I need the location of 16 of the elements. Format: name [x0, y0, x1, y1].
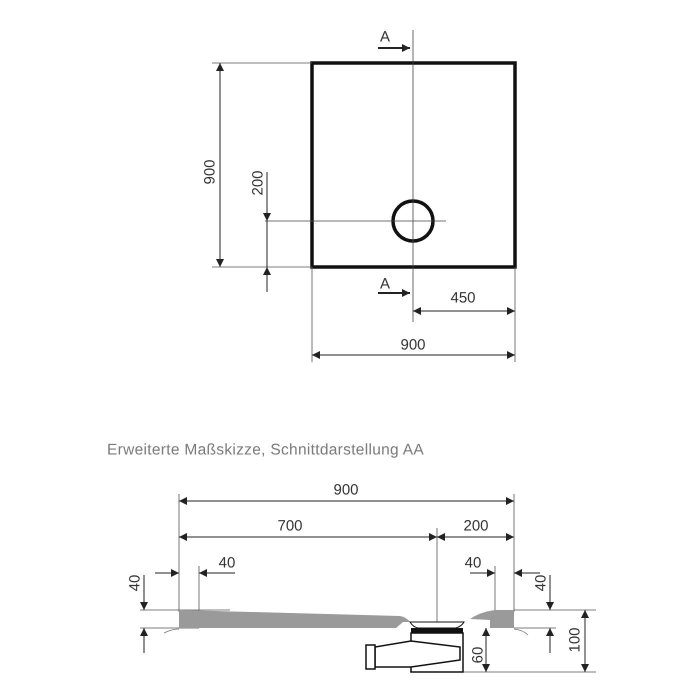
dimension-value: 40 [464, 556, 482, 570]
dimension-value: 700 [277, 518, 303, 534]
dimension-value: 40 [534, 574, 548, 592]
dimension-value: 900 [333, 482, 359, 498]
dimension-value: 40 [218, 556, 236, 570]
dimension-value: 200 [463, 518, 489, 534]
dimension-value: A [380, 276, 390, 292]
dimension-value: 900 [202, 159, 218, 185]
dimension-value: 40 [128, 574, 142, 592]
dimension-value: 900 [400, 338, 426, 352]
section-heading: Erweiterte Maßskizze, Schnittdarstellung AA [107, 442, 424, 458]
dimension-value: 60 [470, 646, 486, 664]
dimension-value: 200 [250, 170, 266, 196]
dimension-value: 100 [568, 627, 582, 653]
dimension-value: 450 [450, 290, 476, 306]
dimension-value: A [380, 30, 390, 44]
